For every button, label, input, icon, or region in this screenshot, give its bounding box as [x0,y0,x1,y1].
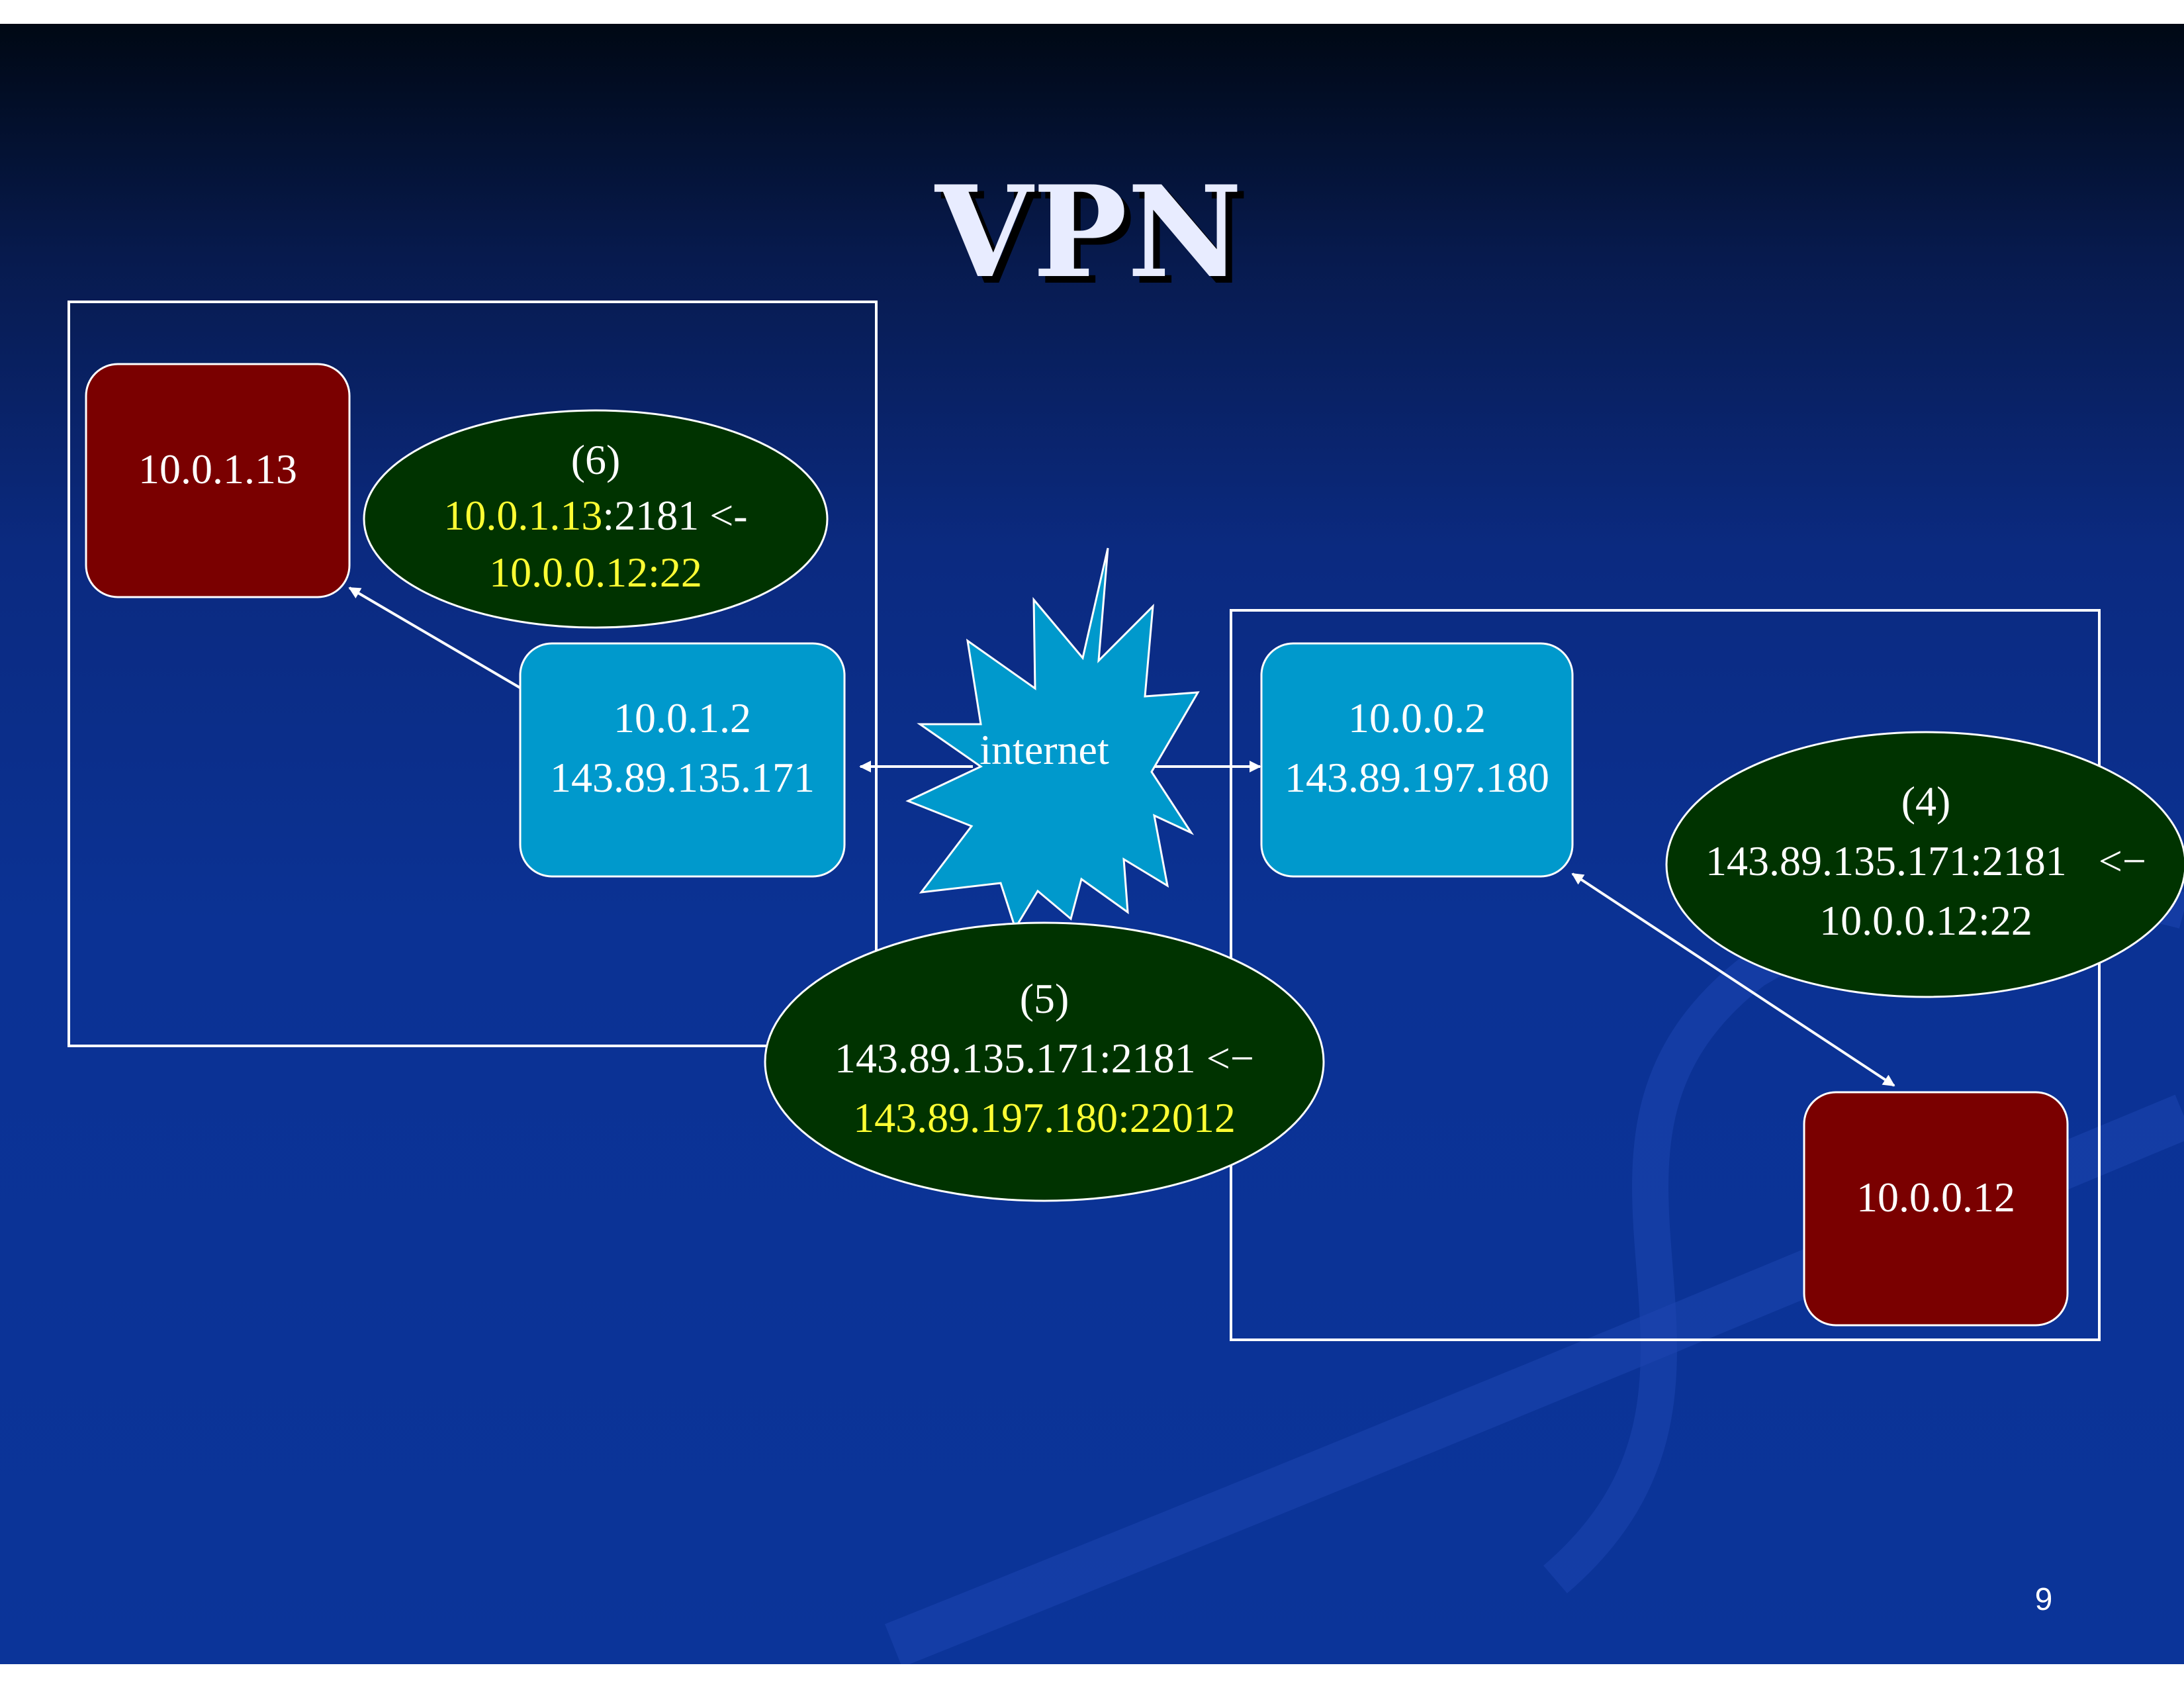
host-10-0-0-12 [1803,1091,2069,1327]
note-step-5-number: (5) [1020,975,1069,1022]
left-link-arrow [348,586,536,698]
host-10-0-0-12-label: 10.0.0.12 [1856,1174,2015,1221]
gateway-right-line-2: 143.89.197.180 [1285,754,1549,801]
note-step-5-line-2: 143.89.135.171:2181 <− [835,1035,1254,1082]
note-step-4 [1665,731,2184,998]
note-step-5 [764,921,1325,1202]
gateway-left-line-1: 10.0.1.2 [614,694,751,741]
slide: VPN VPN internet 10.0.1.13 10.0.1.2 143.… [0,24,2184,1664]
gateway-left [519,642,846,878]
note-step-4-line-2: 143.89.135.171:2181 <− [1706,837,2146,884]
gateway-right-line-1: 10.0.0.2 [1348,694,1486,741]
note-step-6-line-3: 10.0.0.12:22 [489,549,702,596]
note-step-4-number: (4) [1901,778,1951,825]
gateway-right [1260,642,1574,878]
note-step-5-line-3: 143.89.197.180:22012 [853,1094,1236,1141]
page-number: 9 [2035,1582,2053,1617]
internet-label: internet [979,726,1109,773]
note-step-6 [363,409,829,629]
gateway-left-line-2: 143.89.135.171 [550,754,815,801]
internet-burst-shape [905,547,1200,931]
slide-title: VPN [934,158,1242,306]
note-step-6-dst-ip: 10.0.1.13 [443,492,602,539]
slide-title-shadow: VPN [940,165,1249,312]
note-step-6-line-2: 10.0.1.13:2181 <- [443,492,747,539]
vpn-diagram: VPN VPN internet 10.0.1.13 10.0.1.2 143.… [68,158,2184,1664]
note-step-4-line-3: 10.0.0.12:22 [1819,897,2032,944]
host-10-0-1-13 [85,363,351,598]
host-10-0-1-13-label: 10.0.1.13 [138,445,297,492]
right-link-arrow [1571,872,1895,1087]
note-step-6-number: (6) [571,436,621,483]
left-network-box [68,301,878,1047]
note-step-6-dst-port: :2181 <- [602,492,747,539]
